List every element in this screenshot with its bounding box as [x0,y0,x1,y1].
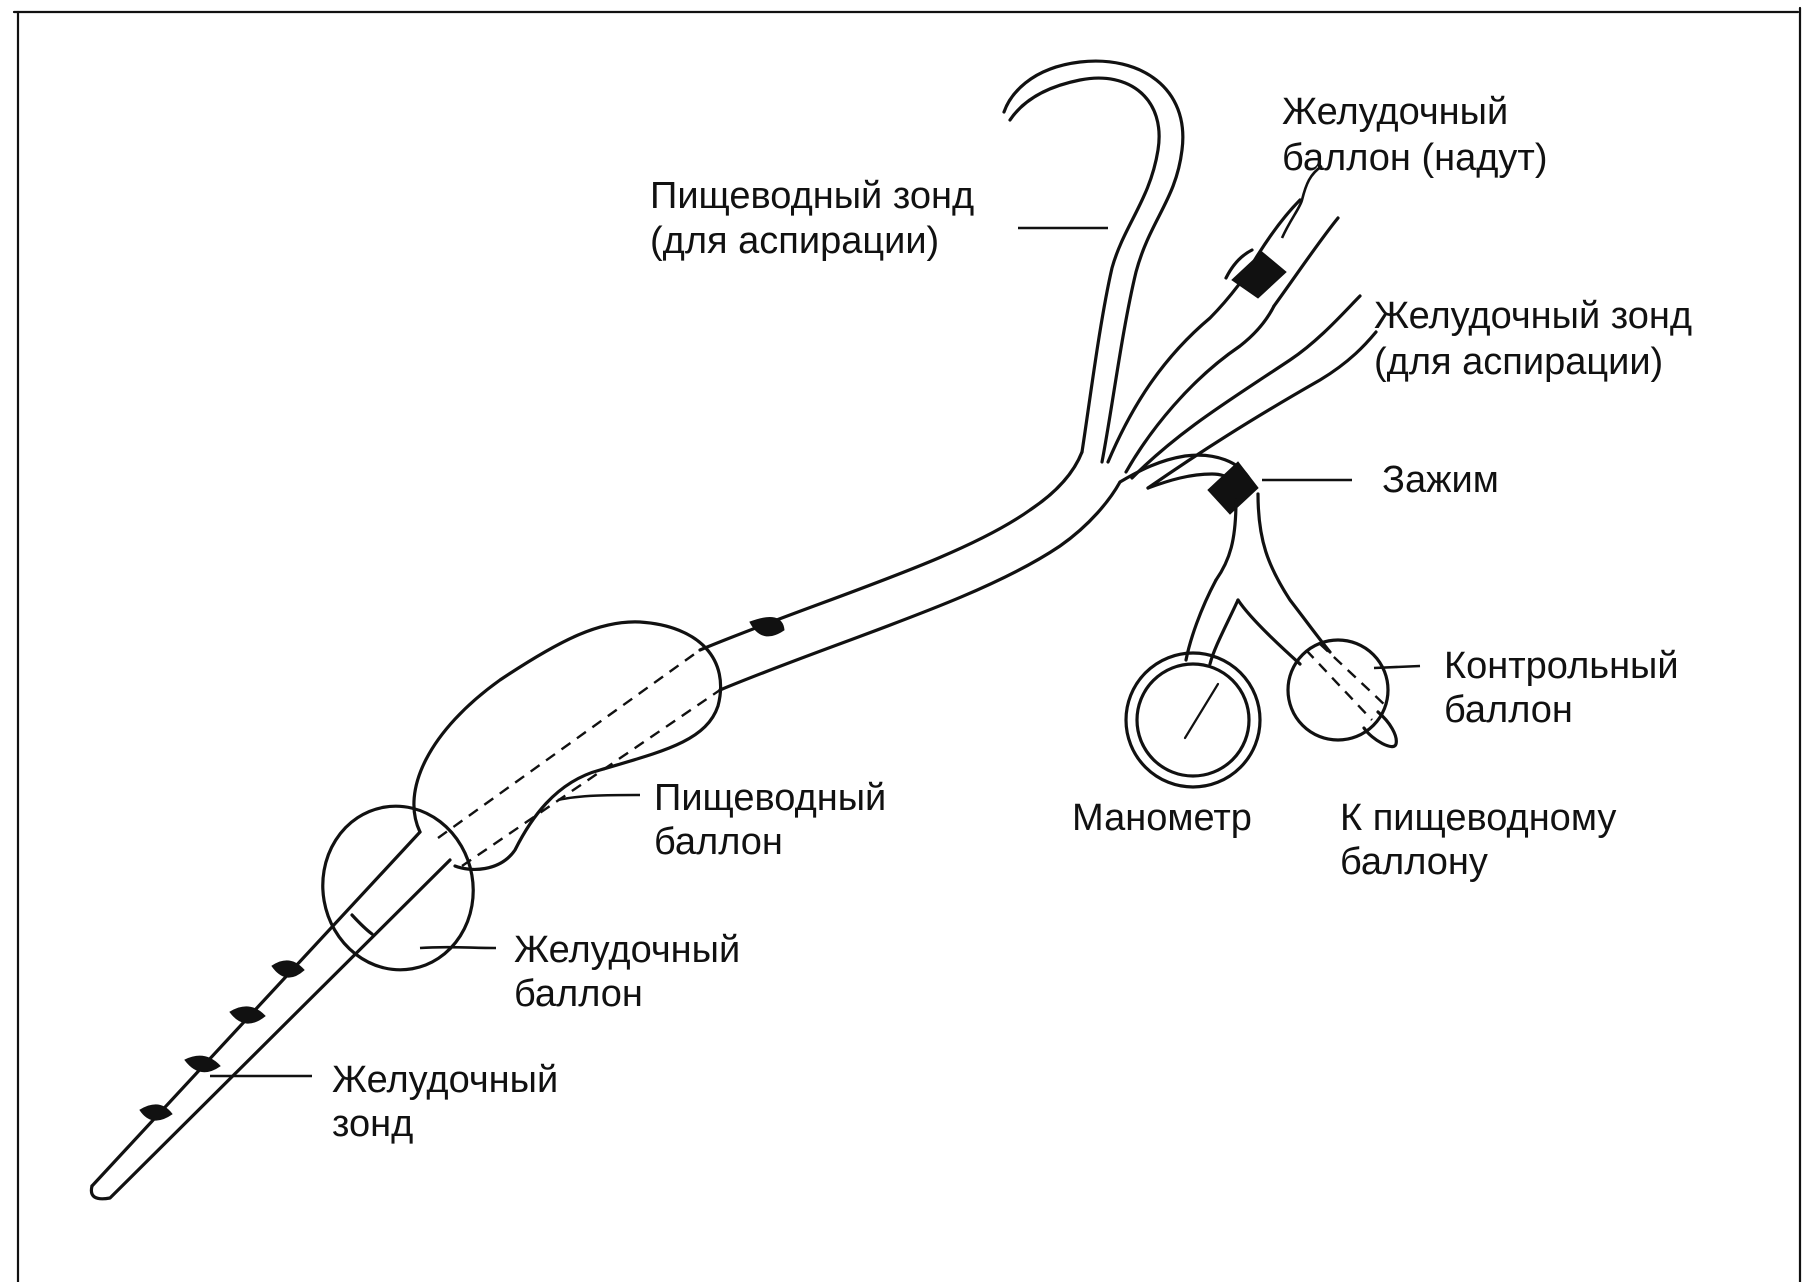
esophageal-side-hole [749,617,785,637]
side-hole-4 [271,960,305,978]
gastric-tube-distal [89,830,452,1201]
side-hole-3 [229,1006,266,1024]
side-hole-2 [184,1055,221,1073]
esophageal-balloon [412,620,723,872]
leader-lines [210,164,1421,1078]
pressure-line [1118,453,1332,666]
side-hole-1 [139,1104,173,1121]
gastric-aspiration-tube [1130,294,1378,490]
label-esophageal-aspiration-tube: Пищеводный зонд (для аспирации) [650,175,985,262]
gastric-balloon [321,804,475,972]
label-gastric-balloon: Желудочный баллон [514,929,751,1015]
diagram-frame [12,6,1802,1282]
label-gastric-aspiration-tube: Желудочный зонд (для аспирации) [1374,295,1703,383]
label-gastric-balloon-inflated: Желудочный баллон (надут) [1282,91,1547,179]
clamp-block [1207,461,1259,515]
label-clamp: Зажим [1382,459,1499,501]
control-balloon-shape [1286,638,1398,749]
label-control-balloon: Контрольный баллон [1444,645,1689,731]
main-tube [698,450,1122,692]
esophageal-aspiration-tube [1002,59,1185,464]
manometer-gauge [1124,651,1262,789]
label-manometer: Манометр [1072,797,1252,839]
label-gastric-tube: Желудочный зонд [332,1059,569,1145]
label-to-esophageal-balloon: К пищеводному баллону [1340,797,1627,883]
label-esophageal-balloon: Пищеводный баллон [654,777,897,863]
gastric-line-clip [1231,251,1287,299]
gastric-balloon-line [1106,198,1340,474]
